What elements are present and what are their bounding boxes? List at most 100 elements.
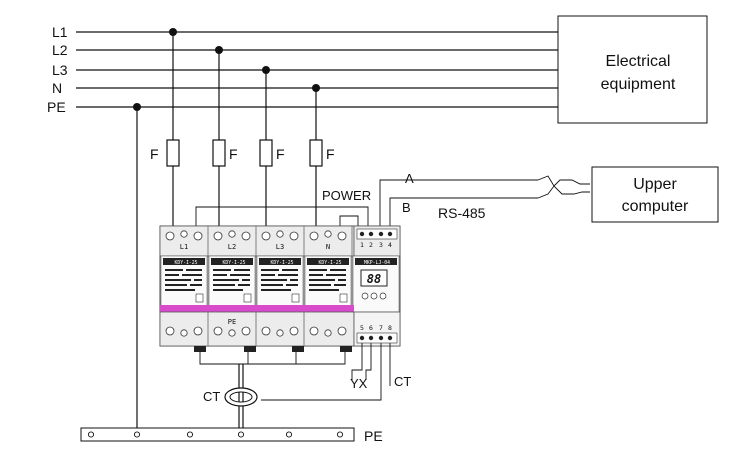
- fuse-label-l2: F: [229, 146, 238, 162]
- fuses: F F F F: [150, 139, 335, 167]
- terminal-screw: [213, 326, 223, 336]
- module-model-text-1: KDY-I-25: [174, 260, 197, 266]
- busbar-hole: [285, 431, 293, 438]
- line-label-l3: L3: [52, 62, 68, 78]
- spec-line: [165, 284, 187, 286]
- spec-line: [261, 284, 283, 286]
- equipment-box: [557, 15, 708, 124]
- terminal-number-3: 3: [379, 241, 383, 249]
- ct-right-label: CT: [394, 374, 411, 389]
- monitor-button: [379, 292, 387, 300]
- spd-module-assembly: L1 L2 L3 N 1 2 3 4: [159, 225, 401, 352]
- terminal-screw: [193, 326, 203, 336]
- spec-line: [213, 279, 239, 281]
- busbar-hole: [237, 431, 245, 438]
- monitor-bottom-terminals: 5 6 7 8: [356, 324, 398, 344]
- monitor-terminal-strip: [356, 332, 398, 344]
- pe-busbar-bar: [80, 427, 355, 442]
- ct-coil-inner: [229, 391, 253, 403]
- terminal-screw: [180, 230, 188, 238]
- rs485-link: A B RS-485: [379, 171, 590, 226]
- bottom-terminal-screws: [165, 326, 347, 337]
- spec-line: [186, 269, 202, 271]
- module-top-terminal-block: [159, 225, 355, 257]
- spec-line: [213, 284, 235, 286]
- module-model-bar: [211, 258, 253, 265]
- din-clip: [194, 346, 206, 352]
- spec-line: [230, 274, 250, 276]
- spec-line: [190, 284, 202, 286]
- spec-line: [326, 274, 346, 276]
- yx-wire-1: [351, 343, 363, 380]
- monitor-top-terminals: 1 2 3 4: [356, 228, 398, 249]
- ct-coil: CT: [203, 387, 258, 407]
- terminal-screw: [324, 230, 332, 238]
- line-label-l2: L2: [52, 42, 68, 58]
- module-bottom-block: [159, 311, 355, 347]
- module-bottom-label: PE: [228, 318, 236, 326]
- spec-line: [278, 274, 298, 276]
- spec-line: [165, 279, 191, 281]
- terminal-screw: [276, 329, 284, 337]
- din-clip: [292, 346, 304, 352]
- monitor-model-bar: [355, 258, 397, 265]
- busbar-hole: [87, 431, 95, 438]
- power-label: POWER: [322, 188, 371, 203]
- equipment-label-line1: Electrical: [606, 53, 671, 70]
- spec-line: [330, 269, 346, 271]
- terminal-screw: [337, 326, 347, 336]
- supply-lines: L1 L2 L3 N PE: [47, 24, 558, 115]
- equipment-label-line2: equipment: [601, 76, 676, 93]
- busbar-hole: [133, 431, 141, 438]
- monitor-output-wiring: YX CT: [261, 343, 411, 401]
- line-label-pe: PE: [47, 99, 66, 115]
- terminal-screw: [241, 326, 251, 336]
- rs485-wire-a: [379, 179, 538, 226]
- upper-computer-line2: computer: [622, 198, 689, 215]
- terminal-screw: [289, 231, 299, 241]
- terminal-screw: [213, 231, 223, 241]
- terminal-screw: [359, 335, 365, 341]
- fuse-l2: [212, 139, 226, 167]
- module-model-text-4: KDY-I-25: [318, 260, 341, 266]
- terminal-number-7: 7: [379, 324, 383, 332]
- terminal-screw: [378, 335, 384, 341]
- monitor-display-digits: 88: [367, 272, 381, 286]
- terminal-screw: [228, 329, 236, 337]
- module-spec-lines: [165, 269, 346, 291]
- line-label-n: N: [52, 80, 62, 96]
- module-top-label-4: N: [326, 243, 330, 251]
- terminal-screw: [193, 231, 203, 241]
- module-faces: KDY-I-25 KDY-I-25 KDY-I-25 KDY-I-25 MKP-…: [160, 255, 400, 313]
- module-model-text-2: KDY-I-25: [222, 260, 245, 266]
- module-model-bar: [163, 258, 205, 265]
- terminal-number-5: 5: [360, 324, 364, 332]
- spec-line: [309, 289, 339, 291]
- spec-line: [282, 269, 298, 271]
- din-clip: [340, 346, 352, 352]
- spec-line: [213, 269, 231, 271]
- din-clip: [244, 346, 256, 352]
- yx-wire-2: [365, 343, 372, 380]
- terminal-screw: [387, 335, 393, 341]
- terminal-screw: [180, 329, 188, 337]
- power-wire-outer: [195, 206, 369, 226]
- fuse-label-l1: F: [150, 146, 159, 162]
- terminal-number-8: 8: [388, 324, 392, 332]
- spec-line: [261, 269, 279, 271]
- monitor-button: [370, 292, 378, 300]
- fuse-l1: [166, 139, 180, 167]
- pe-busbar: PE: [80, 427, 383, 444]
- spec-line: [309, 274, 323, 276]
- terminal-screw: [387, 231, 393, 237]
- monitor-button: [361, 292, 369, 300]
- terminal-screw: [261, 326, 271, 336]
- spec-line: [290, 279, 298, 281]
- terminal-screw: [309, 231, 319, 241]
- fuse-label-n: F: [326, 146, 335, 162]
- module-model-bar: [259, 258, 301, 265]
- spec-line: [338, 279, 346, 281]
- terminal-screw: [378, 231, 384, 237]
- terminal-number-6: 6: [369, 324, 373, 332]
- terminal-screw: [359, 231, 365, 237]
